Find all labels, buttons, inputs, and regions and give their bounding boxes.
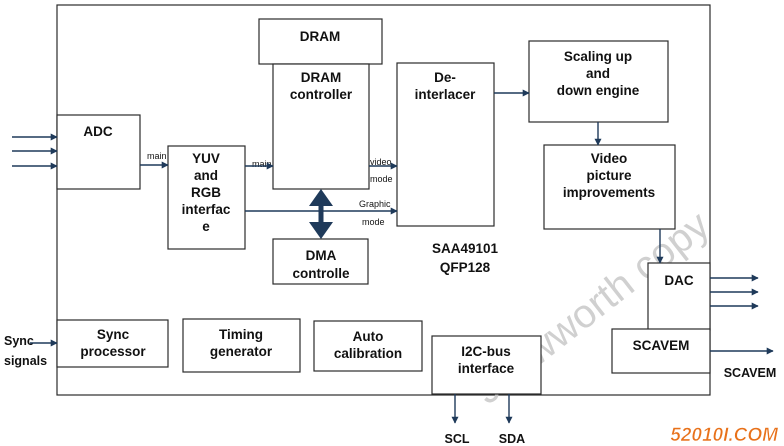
scl-label: SCL	[445, 432, 470, 446]
scaling-label-line-1: Scaling up	[564, 49, 632, 64]
scavem-output-label: SCAVEM	[724, 366, 777, 380]
main-label-adc: main	[147, 151, 167, 161]
scaling-label-line-3: down engine	[557, 83, 640, 98]
timing-generator-block: Timing generator	[182, 318, 301, 373]
timing-generator-line-1: Timing	[219, 327, 263, 342]
video-improvements-line-3: improvements	[563, 185, 655, 200]
site-logo: 52010I.COM	[670, 425, 779, 446]
scaling-label-line-2: and	[586, 66, 610, 81]
dram-controller-label-line-1: DRAM	[301, 70, 342, 85]
sda-label: SDA	[499, 432, 525, 446]
scavem-label: SCAVEM	[633, 338, 690, 353]
chip-package: QFP128	[440, 260, 491, 275]
auto-calibration-block: Auto calibration	[313, 320, 423, 372]
deinterlacer-label-line-2: interlacer	[415, 87, 477, 102]
video-mode-label-line-2: mode	[370, 174, 393, 184]
dma-label-line-2: controlle	[292, 266, 349, 281]
scaling-engine-block: Scaling up and down engine	[528, 40, 669, 123]
i2c-line-2: interface	[458, 361, 515, 376]
chip-boundary	[56, 4, 711, 396]
dma-dram-arrowhead-up	[309, 189, 333, 206]
i2c-line-1: I2C-bus	[461, 344, 511, 359]
chip-name: SAA49101	[432, 241, 499, 256]
sync-signals-label-line-2: signals	[4, 354, 47, 368]
main-label-yuv: main	[252, 159, 272, 169]
yuv-rgb-interface-block: YUV and RGB interfac e	[167, 145, 246, 250]
deinterlacer-label-line-1: De-	[434, 70, 456, 85]
dma-dram-arrowhead-down	[309, 222, 333, 239]
yuv-rgb-line-5: e	[202, 219, 210, 234]
video-improvements-block: Video picture improvements	[543, 144, 676, 230]
auto-calibration-line-1: Auto	[353, 329, 384, 344]
graphic-mode-label-line-1: Graphic	[359, 199, 391, 209]
yuv-rgb-line-2: and	[194, 168, 218, 183]
sync-processor-line-2: processor	[80, 344, 146, 359]
dac-label: DAC	[664, 273, 693, 288]
dma-controller-block: DMA controlle	[272, 238, 369, 285]
yuv-rgb-line-4: interfac	[182, 202, 231, 217]
timing-generator-line-2: generator	[210, 344, 273, 359]
video-mode-label-line-1: video	[370, 157, 392, 167]
scavem-block: SCAVEM	[611, 328, 711, 374]
sync-processor-line-1: Sync	[97, 327, 130, 342]
dram-block: DRAM	[258, 18, 383, 65]
dma-label-line-1: DMA	[306, 248, 337, 263]
adc-block: ADC	[56, 114, 141, 190]
auto-calibration-line-2: calibration	[334, 346, 402, 361]
dram-controller-block: DRAM controller	[272, 63, 370, 190]
sync-processor-block: Sync processor	[56, 319, 169, 368]
video-improvements-line-2: picture	[586, 168, 632, 183]
i2c-interface-block: I2C-bus interface	[431, 335, 542, 395]
sync-signals-label-line-1: Sync	[4, 334, 34, 348]
dram-label: DRAM	[300, 29, 341, 44]
graphic-mode-label-line-2: mode	[362, 217, 385, 227]
yuv-rgb-line-1: YUV	[192, 151, 220, 166]
video-improvements-line-1: Video	[591, 151, 628, 166]
dram-controller-label-line-2: controller	[290, 87, 353, 102]
deinterlacer-block: De- interlacer	[396, 62, 495, 227]
yuv-rgb-line-3: RGB	[191, 185, 221, 200]
adc-label: ADC	[83, 124, 112, 139]
dac-block: DAC	[647, 262, 711, 331]
